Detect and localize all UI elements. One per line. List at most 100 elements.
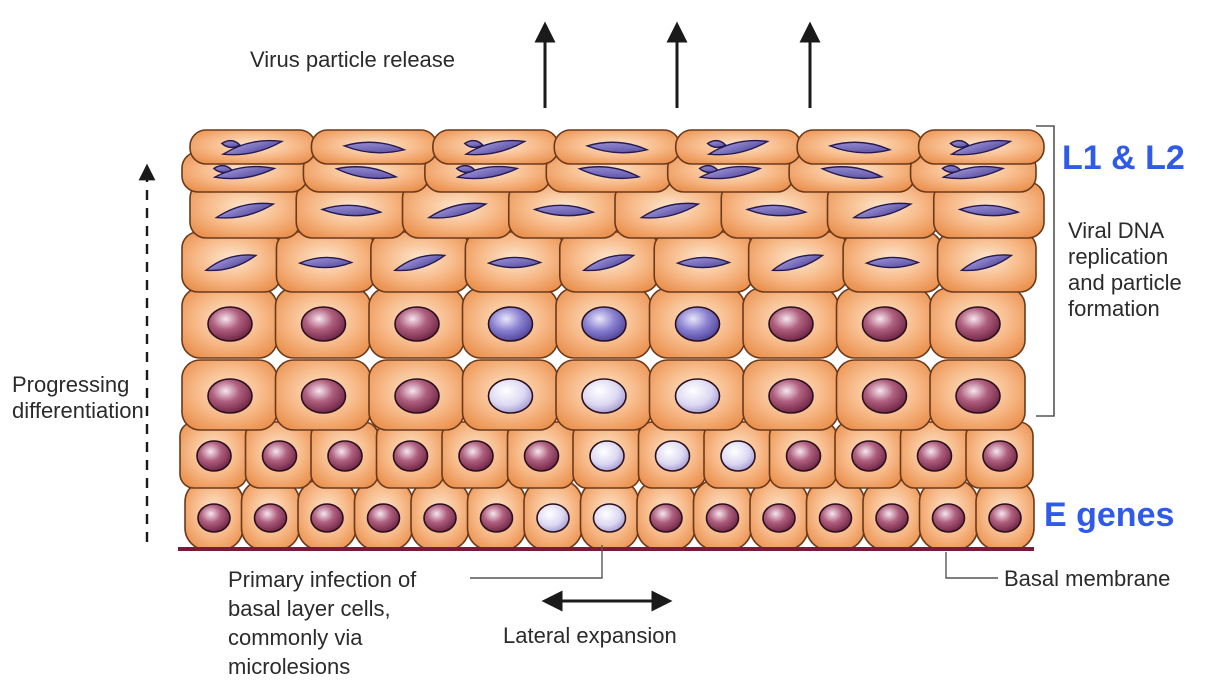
basal-nucleus [197, 503, 231, 533]
basal-nucleus [536, 503, 570, 533]
differentiation-line-1: Progressing [12, 372, 130, 397]
viral-particle [941, 164, 962, 174]
differentiation-label: Progressing differentiation [12, 372, 144, 424]
viral-particle [334, 166, 399, 180]
replication-line-3: and particle [1068, 270, 1182, 295]
spinous-nucleus [207, 306, 253, 342]
viral-particle [204, 254, 258, 272]
spinous-nucleus [955, 378, 1001, 414]
viral-particle [532, 204, 596, 217]
viral-particle [463, 139, 484, 149]
parabasal-nucleus [523, 440, 560, 472]
basal-nucleus [649, 503, 683, 533]
spinous-nucleus [394, 378, 440, 414]
spinous-nucleus [768, 378, 814, 414]
spinous-nucleus [487, 306, 534, 342]
basal-membrane-label: Basal membrane [1004, 566, 1171, 591]
basal-nucleus [762, 503, 796, 533]
parabasal-nucleus [851, 440, 887, 472]
viral-particle [957, 204, 1021, 217]
primary-infection-line-4: microlesions [228, 654, 351, 679]
spinous-nucleus [674, 378, 721, 414]
viral-particle [745, 204, 808, 217]
viral-particle [584, 141, 650, 154]
basal-nucleus [931, 503, 966, 533]
viral-particle [851, 202, 913, 219]
parabasal-nucleus [261, 440, 298, 472]
replication-line-1: Viral DNA [1068, 218, 1165, 243]
diagram-annotations [138, 21, 1055, 612]
basal-nucleus [988, 503, 1022, 533]
viral-particle [320, 204, 383, 217]
viral-particle [214, 202, 276, 219]
viral-particle [820, 166, 884, 180]
viral-particle [220, 139, 242, 149]
viral-particle [342, 141, 407, 154]
parabasal-nucleus [916, 440, 953, 472]
virus-release-label: Virus particle release [250, 47, 456, 72]
late-genes-label: L1 & L2 [1062, 139, 1185, 177]
viral-particle [959, 254, 1014, 272]
basal-nucleus [705, 503, 740, 533]
viral-particle [949, 139, 970, 149]
cell-layers [179, 129, 1045, 551]
replication-bracket [1036, 125, 1055, 417]
viral-particle [297, 256, 354, 269]
spinous-nucleus [300, 378, 347, 414]
basal-membrane-leader [945, 552, 998, 579]
replication-line-2: replication [1068, 244, 1169, 269]
viral-particle [486, 256, 543, 269]
replication-label: Viral DNA replication and particle forma… [1068, 218, 1182, 322]
primary-infection-line-1: Primary infection of [228, 567, 417, 592]
spinous-nucleus [581, 378, 627, 414]
primary-infection-label: Primary infection of basal layer cells, … [228, 565, 416, 681]
basal-nucleus [818, 503, 853, 533]
spinous-nucleus [955, 306, 1001, 342]
lateral-expansion-label: Lateral expansion [503, 623, 677, 648]
parabasal-nucleus [982, 440, 1018, 472]
viral-particle [770, 254, 825, 272]
viral-particle [706, 139, 770, 156]
basal-nucleus [253, 503, 288, 533]
viral-particle [639, 202, 701, 219]
parabasal-nucleus [196, 440, 232, 472]
parabasal-nucleus [327, 440, 363, 472]
parabasal-nucleus [589, 440, 625, 472]
spinous-nucleus [674, 306, 721, 342]
spinous-nucleus [207, 378, 253, 414]
early-genes-label: E genes [1044, 496, 1175, 534]
spinous-nucleus [394, 306, 440, 342]
basal-nucleus [310, 503, 344, 533]
spinous-nucleus [581, 306, 627, 342]
viral-particle [827, 141, 893, 154]
spinous-nucleus [861, 378, 908, 414]
viral-particle [426, 202, 488, 219]
basal-nucleus [875, 503, 909, 533]
viral-particle [455, 164, 476, 174]
parabasal-nucleus [392, 440, 429, 472]
viral-particle [577, 166, 642, 180]
viral-particle [581, 254, 636, 272]
viral-particle [706, 139, 727, 149]
viral-particle [864, 256, 921, 269]
parabasal-nucleus [654, 440, 691, 472]
viral-particle [393, 254, 447, 272]
viral-particle [463, 139, 527, 156]
viral-particle [949, 139, 1013, 156]
basal-nucleus [479, 503, 514, 533]
spinous-nucleus [487, 378, 534, 414]
viral-particle [212, 164, 234, 174]
spinous-nucleus [768, 306, 814, 342]
parabasal-nucleus [458, 440, 494, 472]
basal-nucleus [423, 503, 457, 533]
spinous-nucleus [861, 306, 908, 342]
primary-infection-line-2: basal layer cells, [228, 596, 391, 621]
viral-particle [675, 256, 732, 269]
differentiation-line-2: differentiation [12, 398, 144, 423]
basal-nucleus [592, 503, 627, 533]
parabasal-nucleus [720, 440, 756, 472]
replication-line-4: formation [1068, 296, 1160, 321]
basal-nucleus [366, 503, 401, 533]
parabasal-nucleus [785, 440, 822, 472]
